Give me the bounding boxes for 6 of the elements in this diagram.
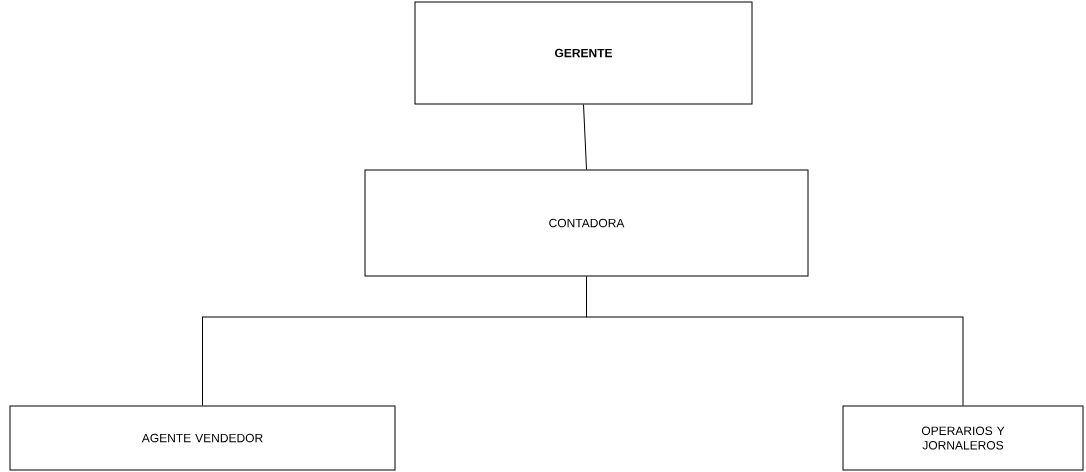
org-box: GERENTE <box>414 1 753 105</box>
org-box: AGENTE VENDEDOR <box>9 405 396 471</box>
org-box: OPERARIOS Y JORNALEROS <box>842 405 1084 471</box>
connector-line <box>586 276 964 406</box>
connector-line <box>583 104 587 170</box>
org-box: CONTADORA <box>364 169 809 277</box>
